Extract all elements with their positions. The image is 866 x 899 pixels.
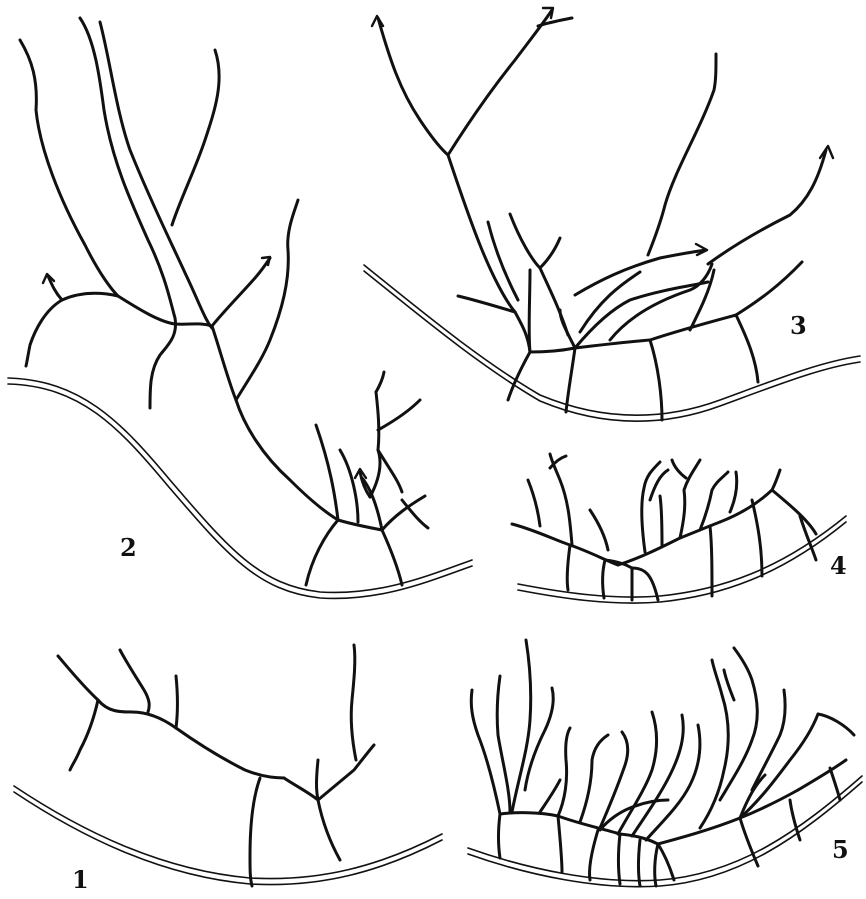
panel-4-veins [512, 454, 816, 600]
panel-3: 3 [364, 8, 860, 421]
panel-2: 2 [8, 18, 472, 598]
panel-1-label: 1 [72, 865, 89, 894]
panel-5-margin [468, 776, 862, 887]
panel-3-label: 3 [790, 311, 807, 340]
panel-5: 5 [468, 640, 862, 887]
panel-2-label: 2 [120, 533, 137, 562]
panel-1: 1 [14, 645, 442, 894]
panel-4-label: 4 [830, 551, 847, 580]
panel-5-veins [471, 640, 854, 886]
panel-4: 4 [512, 454, 847, 603]
panel-2-veins [20, 18, 428, 585]
panel-3-veins [372, 8, 833, 420]
panel-5-label: 5 [832, 835, 849, 864]
panel-1-veins [58, 645, 374, 886]
